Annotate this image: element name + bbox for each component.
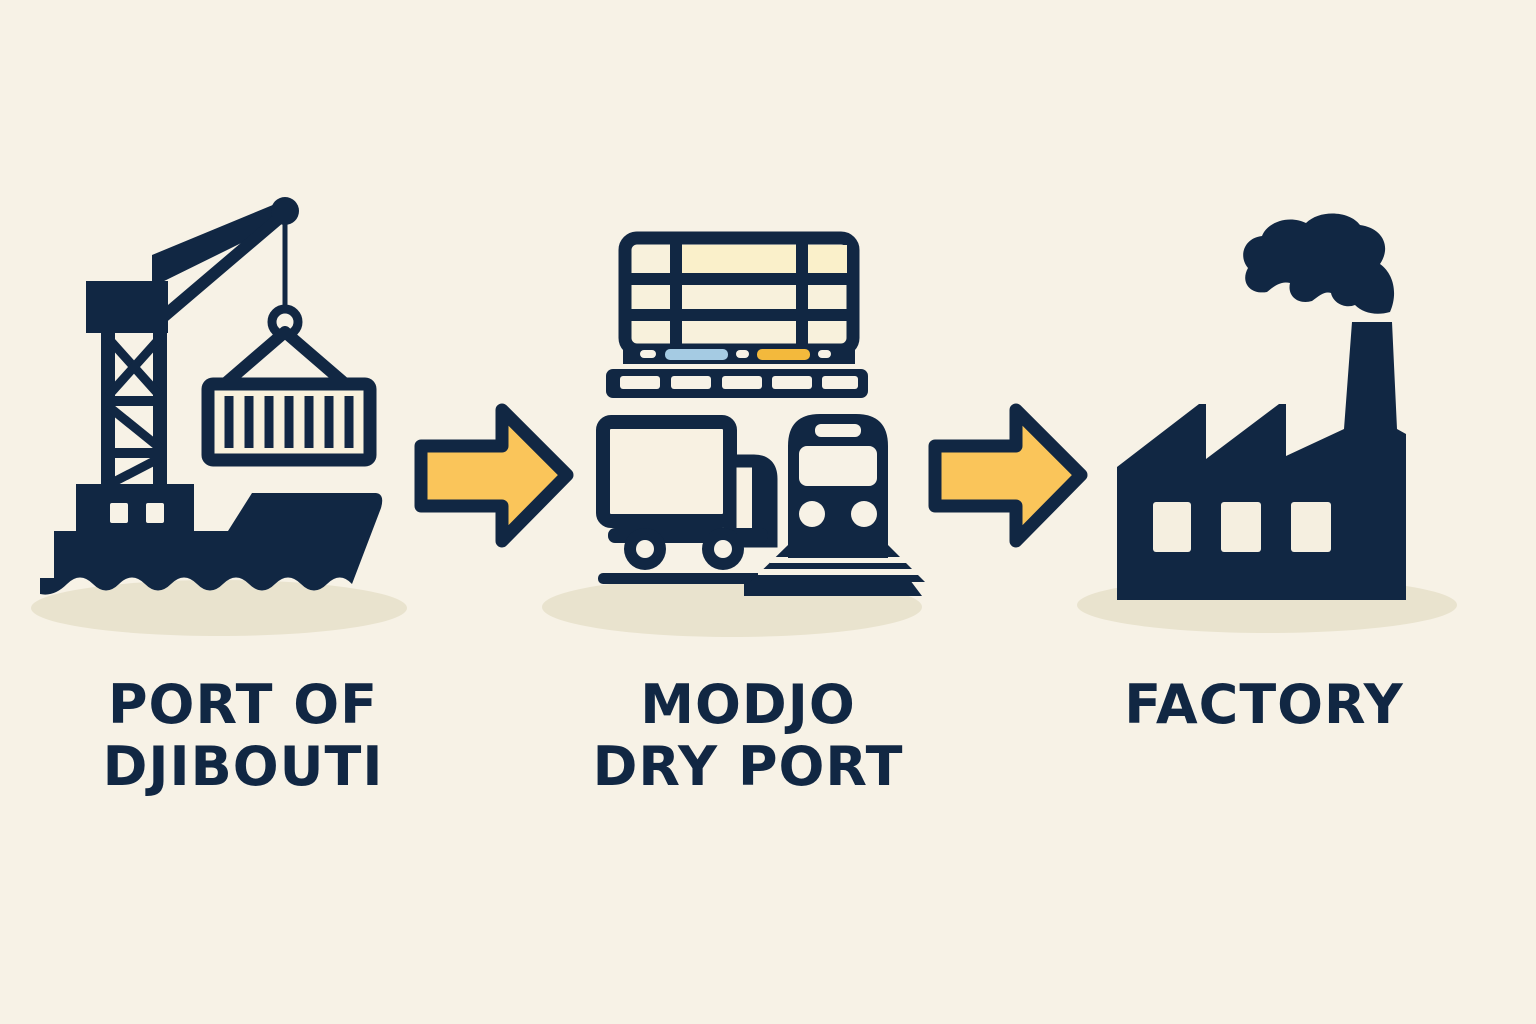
node-label-modjo-dry-port: MODJO DRY PORT (593, 674, 904, 798)
label-line: DRY PORT (592, 735, 904, 798)
crate-strip-blue (665, 349, 728, 360)
train-windshield (799, 446, 877, 486)
ground-shadow (31, 580, 407, 636)
cargo-ship-icon (40, 484, 383, 595)
box-truck-icon (596, 415, 778, 584)
factory-window (1291, 502, 1331, 552)
smoke-icon (1243, 213, 1395, 314)
crate-foot-dash (640, 350, 656, 358)
factory-window (1221, 502, 1261, 552)
train-roof-slot (815, 424, 861, 437)
label-line: MODJO (640, 673, 856, 736)
truck-train-pallet-icon (542, 231, 925, 637)
shipping-container-icon (201, 377, 377, 467)
flow-arrow-right-icon (928, 403, 1088, 548)
crate-strip-yellow (757, 349, 810, 360)
factory-building (1117, 322, 1406, 600)
label-line: PORT OF (107, 673, 379, 736)
ship-and-crane-icon (31, 197, 407, 636)
pallet-crate-icon (606, 231, 868, 398)
train-icon (744, 414, 925, 596)
node-label-port-of-djibouti: PORT OF DJIBOUTI (103, 674, 384, 798)
label-line: DJIBOUTI (102, 735, 384, 798)
train-light (799, 501, 825, 527)
flow-arrow-right-icon (414, 403, 574, 548)
harbor-crane-icon (86, 197, 356, 489)
ship-window (146, 503, 164, 523)
crate-foot-dash (818, 350, 831, 358)
factory-icon (1077, 213, 1457, 633)
node-label-factory: FACTORY (1124, 674, 1404, 736)
train-light (851, 501, 877, 527)
crate-foot-dash (736, 350, 749, 358)
ship-window (110, 503, 128, 523)
label-line: FACTORY (1124, 673, 1404, 736)
factory-window (1153, 502, 1191, 552)
